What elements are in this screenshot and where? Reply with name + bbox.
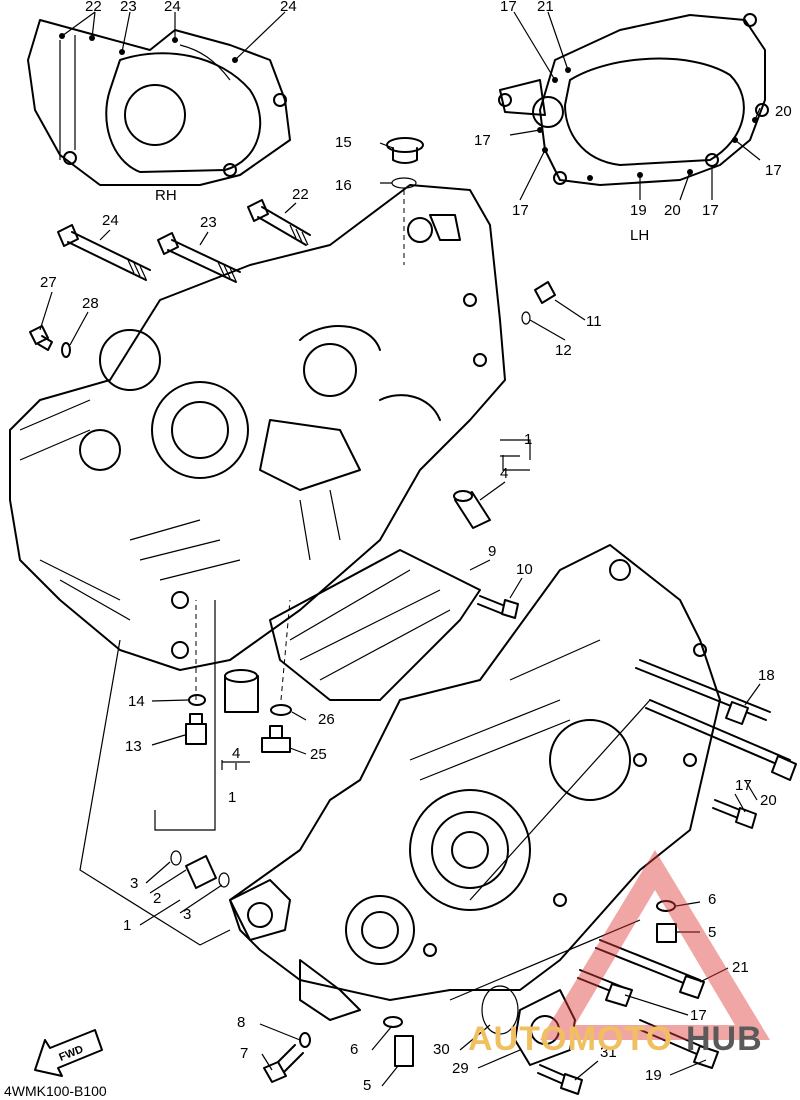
rh-side-label: RH <box>155 187 177 204</box>
lh-callout-17c: 17 <box>765 162 782 179</box>
washer-26 <box>270 704 292 716</box>
bolt-27 <box>29 325 53 351</box>
callout-6-lower: 6 <box>350 1041 358 1058</box>
callout-14: 14 <box>128 693 145 710</box>
callout-leaders <box>39 142 761 1087</box>
callout-21: 21 <box>732 959 749 976</box>
callout-17-lower: 17 <box>690 1007 707 1024</box>
bolt-10 <box>477 595 519 619</box>
callout-29: 29 <box>452 1060 469 1077</box>
lh-callout-17e: 17 <box>702 202 719 219</box>
bolt-5-right <box>656 923 677 943</box>
o-ring-16 <box>391 177 417 189</box>
strainer-9 <box>269 549 481 701</box>
washer-6-right <box>656 900 676 912</box>
cover-29 <box>514 989 576 1066</box>
callout-4-mid: 4 <box>232 745 240 762</box>
lh-callout-17b: 17 <box>474 132 491 149</box>
bolt-17-lower <box>577 969 633 1007</box>
plug-15 <box>386 137 424 164</box>
callout-15: 15 <box>335 134 352 151</box>
callout-8: 8 <box>237 1014 245 1031</box>
callout-13: 13 <box>125 738 142 755</box>
watermark-triangle-icon <box>540 850 770 1040</box>
callout-3b: 3 <box>183 906 191 923</box>
bolt-20 <box>645 699 797 781</box>
callout-27: 27 <box>40 274 57 291</box>
callout-19: 19 <box>645 1067 662 1084</box>
callout-20: 20 <box>760 792 777 809</box>
lh-side-label: LH <box>630 227 649 244</box>
main-callouts: 1 2 3 3 4 1 4 1 5 5 6 6 7 8 9 10 11 12 1… <box>40 134 777 1094</box>
callout-12: 12 <box>555 342 572 359</box>
callout-9: 9 <box>488 543 496 560</box>
bolt-11 <box>521 281 556 325</box>
watermark-text-part1: AUTOMOTO <box>468 1020 673 1058</box>
washer-8 <box>299 1032 311 1048</box>
callout-22: 22 <box>292 186 309 203</box>
callout-5-lower: 5 <box>363 1077 371 1094</box>
bolt-23 <box>157 232 241 283</box>
o-ring-30 <box>481 985 519 1035</box>
callout-17-right: 17 <box>735 777 752 794</box>
callout-23: 23 <box>200 214 217 231</box>
bolt-22 <box>247 199 311 246</box>
callout-3a: 3 <box>130 875 138 892</box>
washer-6-lower <box>383 1016 403 1028</box>
callout-30: 30 <box>433 1041 450 1058</box>
lh-callout-17a: 17 <box>500 0 517 15</box>
callout-1-left: 1 <box>123 917 131 934</box>
left-crankcase-half <box>229 544 721 1021</box>
washer-28 <box>61 342 71 358</box>
dowel-4-upper <box>453 490 491 529</box>
callout-6-right: 6 <box>708 891 716 908</box>
diagram-code: 4WMK100-B100 <box>4 1083 107 1099</box>
callout-10: 10 <box>516 561 533 578</box>
callout-2: 2 <box>153 890 161 907</box>
rh-crankcase-inset: 22 23 24 24 RH <box>27 0 297 204</box>
bolt-24 <box>57 224 151 281</box>
lh-callout-17d: 17 <box>512 202 529 219</box>
rh-callout-24b: 24 <box>280 0 297 15</box>
bolt-5-lower <box>394 1035 414 1067</box>
oil-pipe-2 <box>170 850 230 889</box>
rh-callout-24a: 24 <box>164 0 181 15</box>
callout-7: 7 <box>240 1045 248 1062</box>
lh-callout-21: 21 <box>537 0 554 15</box>
bolt-25 <box>261 725 291 753</box>
bolt-18 <box>635 659 771 725</box>
fwd-arrow-icon: FWD <box>34 1029 103 1077</box>
bolt-17-right <box>712 799 757 829</box>
rh-callout-22: 22 <box>85 0 102 15</box>
lh-callout-19: 19 <box>630 202 647 219</box>
dowel-4-lower <box>224 669 259 713</box>
lh-callout-20b: 20 <box>664 202 681 219</box>
callout-28: 28 <box>82 295 99 312</box>
callout-25: 25 <box>310 746 327 763</box>
callout-18: 18 <box>758 667 775 684</box>
callout-11: 11 <box>586 313 602 330</box>
rh-callout-23: 23 <box>120 0 137 15</box>
callout-4-top: 4 <box>500 465 508 482</box>
watermark-text-part2: HUB <box>686 1020 763 1058</box>
bolt-13 <box>185 713 207 745</box>
watermark: AUTOMOTO HUB <box>468 850 770 1058</box>
callout-24: 24 <box>102 212 119 229</box>
washer-14 <box>188 694 206 706</box>
callout-5-right: 5 <box>708 924 716 941</box>
right-crankcase-half <box>9 184 506 671</box>
callout-16: 16 <box>335 177 352 194</box>
callout-26: 26 <box>318 711 335 728</box>
lh-callout-20a: 20 <box>775 103 792 120</box>
callout-1-mid: 1 <box>228 789 236 806</box>
bolt-21 <box>595 939 705 999</box>
drain-bolt-7 <box>263 1044 304 1083</box>
callout-31: 31 <box>600 1044 617 1061</box>
lh-crankcase-inset: 17 21 20 17 17 17 19 20 17 LH <box>474 0 792 244</box>
